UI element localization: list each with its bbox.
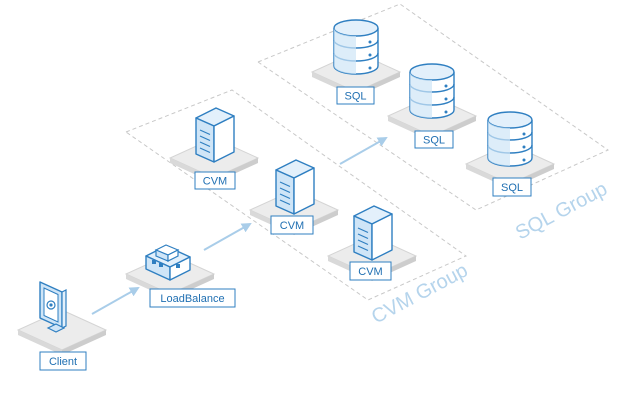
- loadbalance-label-text: LoadBalance: [160, 293, 224, 305]
- sql-label-3: SQL: [492, 177, 532, 197]
- cvm-group-region: [124, 89, 468, 301]
- client-label-text: Client: [49, 356, 77, 368]
- cvm-label-2-text: CVM: [280, 220, 304, 232]
- client-node[interactable]: [17, 281, 107, 356]
- sql-label-2: SQL: [414, 130, 454, 149]
- sql-label-1: SQL: [336, 86, 375, 105]
- server-icon: [353, 205, 393, 261]
- arrow-client-to-loadbalance: [91, 287, 140, 315]
- server-icon: [195, 107, 235, 163]
- database-icon: [333, 19, 379, 75]
- cvm-label-1: CVM: [194, 171, 236, 190]
- cvm-label-2: CVM: [270, 215, 314, 235]
- sql-label-2-text: SQL: [423, 135, 445, 147]
- cvm-label-1-text: CVM: [203, 176, 227, 188]
- server-icon: [275, 159, 315, 215]
- building-icon: [145, 244, 191, 281]
- sql-node-3[interactable]: [465, 111, 555, 190]
- sql-node-1[interactable]: [311, 19, 401, 98]
- arrow-loadbalance-to-cvm: [203, 223, 252, 251]
- arrow-cvm-to-sql: [339, 137, 388, 165]
- sql-group-region: [256, 3, 610, 211]
- sql-label-3-text: SQL: [501, 182, 523, 194]
- database-icon: [409, 63, 455, 119]
- loadbalance-node[interactable]: [125, 244, 215, 300]
- monitor-icon: [39, 281, 67, 333]
- sql-node-2[interactable]: [387, 63, 477, 142]
- loadbalance-label: LoadBalance: [149, 288, 236, 308]
- sql-label-1-text: SQL: [344, 91, 366, 103]
- client-label: Client: [39, 351, 87, 371]
- cvm-label-3: CVM: [349, 261, 392, 281]
- cvm-label-3-text: CVM: [358, 266, 382, 278]
- database-icon: [487, 111, 533, 167]
